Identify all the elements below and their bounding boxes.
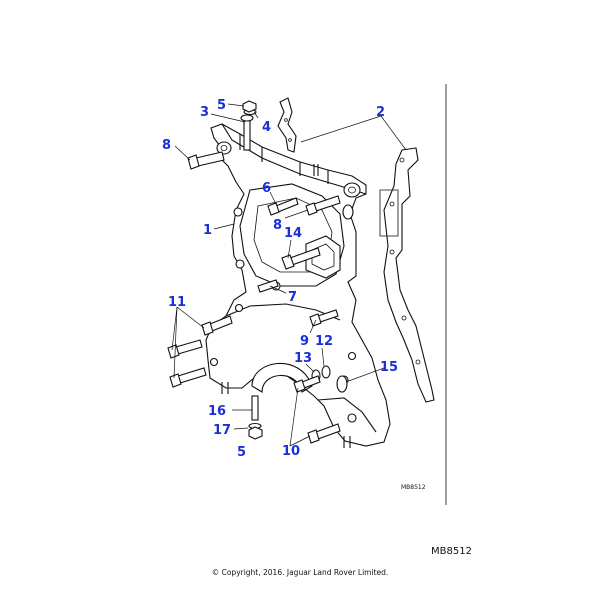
bolt-item-7 [257, 279, 279, 293]
plug-item-8-side [342, 204, 354, 220]
bolt-item-6 [267, 197, 299, 216]
callout-9: 9 [300, 334, 309, 349]
front-cover-part [205, 123, 391, 448]
gasket-part [379, 147, 435, 403]
callout-labels: 1 2 3 4 5 5 6 7 8 8 9 10 11 12 13 14 15 … [162, 98, 398, 460]
callout-8-lower: 8 [273, 218, 282, 233]
nut-item-5-top [242, 100, 257, 113]
callout-5-bottom: 5 [237, 445, 246, 460]
callout-10: 10 [282, 444, 300, 459]
washer-item-12 [321, 365, 331, 379]
bolt-item-3 [240, 114, 254, 151]
dowel-part [277, 97, 297, 153]
callout-17: 17 [213, 423, 231, 438]
callout-4: 4 [262, 120, 271, 135]
callout-3: 3 [200, 105, 209, 120]
bolt-item-10-lower [307, 423, 341, 444]
nut-item-5-bottom [248, 426, 263, 440]
callout-11: 11 [168, 295, 186, 310]
callout-16: 16 [208, 404, 226, 419]
bolt-item-11-a [201, 315, 233, 336]
callout-5-top: 5 [217, 98, 226, 113]
callout-13: 13 [294, 351, 312, 366]
bolt-item-10-upper [293, 375, 321, 393]
callout-8-upper: 8 [162, 138, 171, 153]
bolt-item-14 [281, 247, 321, 270]
sealing-ring-item-15 [336, 375, 348, 393]
leader-lines [171, 103, 407, 447]
callout-14: 14 [284, 226, 302, 241]
sheet-code: MB8512 [431, 546, 472, 557]
callout-2: 2 [376, 105, 385, 120]
bolt-item-9 [309, 309, 339, 327]
callout-15: 15 [380, 360, 398, 375]
callout-1: 1 [203, 223, 212, 238]
callout-6: 6 [262, 181, 271, 196]
bolt-item-11-b [167, 339, 203, 359]
callout-7: 7 [288, 290, 297, 305]
bolt-item-8-upper [187, 151, 225, 170]
stud-item-16 [251, 395, 259, 421]
bolt-item-11-c [169, 367, 207, 388]
bolt-item-8-lower [305, 195, 341, 216]
callout-12: 12 [315, 334, 333, 349]
diagram-code: MB8512 [401, 484, 426, 491]
copyright-notice: © Copyright, 2016. Jaguar Land Rover Lim… [211, 568, 389, 577]
